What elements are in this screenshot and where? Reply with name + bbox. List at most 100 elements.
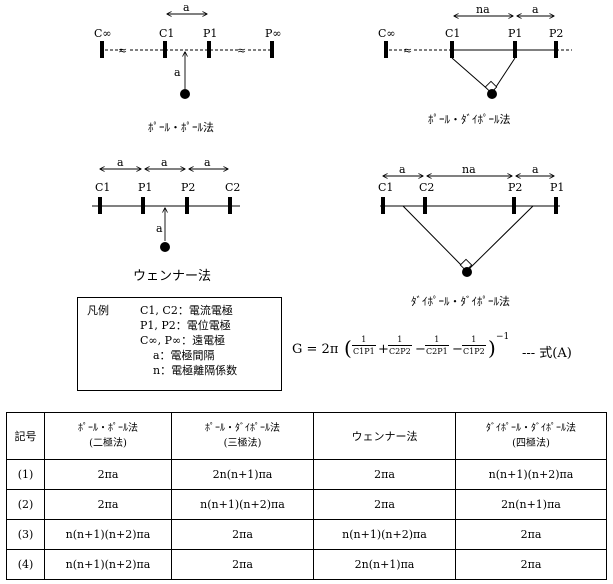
table-cell: 2πa (171, 519, 314, 550)
electrode-p1 (513, 41, 517, 58)
depth-point (462, 267, 472, 277)
table-cell: (3) (6, 519, 45, 550)
label-c1: C1 (378, 181, 393, 194)
table-row: (2) 2πa n(n+1)(n+2)πa 2πa 2n(n+1)πa (6, 489, 607, 520)
legend-row-current: C1, C2：電流電極 (140, 304, 233, 317)
depth-label: a (156, 222, 163, 235)
spacing-na-label: na (476, 3, 490, 16)
header-dipole-dipole: ﾀﾞｲﾎﾟｰﾙ・ﾀﾞｲﾎﾟｰﾙ法 (四極法) (455, 412, 607, 460)
electrode-c1 (450, 41, 454, 58)
electrode-c2 (423, 197, 427, 214)
formula-sign-4: − (452, 342, 463, 357)
spacing-a2-label: a (532, 163, 539, 176)
table-cell: 2πa (171, 549, 314, 580)
spacing-a-label: a (532, 3, 539, 16)
table-cell: 2πa (455, 549, 607, 580)
table-row: (1) 2πa 2n(n+1)πa 2πa n(n+1)(n+2)πa (6, 459, 607, 490)
legend-box: 凡例 C1, C2：電流電極 P1, P2：電位電極 C∞, P∞：遠電極 a：… (77, 297, 282, 391)
table-cell: 2πa (313, 489, 456, 520)
label-p1: P1 (203, 27, 217, 40)
table-cell: (4) (6, 549, 45, 580)
depth-label: a (174, 66, 181, 79)
break-mark: ≈ (118, 44, 127, 57)
spacing-a1-label: a (399, 163, 406, 176)
legend-row-remote: C∞, P∞：遠電極 (140, 334, 226, 347)
legend-row-potential: P1, P2：電位電極 (140, 319, 231, 332)
formula-paren-close: ) (488, 336, 496, 360)
electrode-c1 (381, 197, 385, 214)
table-cell: n(n+1)(n+2)πa (455, 459, 607, 490)
caption-wenner: ウェンナー法 (133, 269, 211, 284)
label-p1: P1 (550, 181, 564, 194)
header-symbol: 記号 (6, 412, 45, 460)
header-wenner: ウェンナー法 (313, 412, 456, 460)
table-cell: 2n(n+1)πa (313, 549, 456, 580)
legend-title: 凡例 (87, 304, 109, 317)
label-c1: C1 (445, 27, 460, 40)
diagram-pole-dipole: ≈ C∞ C1 P1 P2 na a ﾎﾟｰﾙ・ﾀﾞｲﾎﾟｰﾙ法 (378, 3, 572, 126)
table-row: (3) n(n+1)(n+2)πa 2πa n(n+1)(n+2)πa 2πa (6, 519, 607, 550)
formula-paren-open: ( (344, 336, 352, 360)
electrode-p2 (185, 197, 189, 214)
spacing-na-label: na (462, 163, 476, 176)
label-c-inf: C∞ (378, 27, 396, 40)
label-c1: C1 (95, 181, 110, 194)
formula-tag: --- 式(A) (522, 346, 572, 361)
formula-lhs: G = 2π (292, 342, 339, 357)
depth-point (160, 242, 170, 252)
caption-pole-pole: ﾎﾟｰﾙ・ﾎﾟｰﾙ法 (148, 120, 214, 134)
table-cell: 2πa (44, 459, 172, 490)
label-c-inf: C∞ (94, 27, 112, 40)
header-pole-pole: ﾎﾟｰﾙ・ﾎﾟｰﾙ法 (二極法) (44, 412, 172, 460)
legend-row-spacing: a：電極間隔 (153, 349, 215, 362)
diagram-pole-pole: ≈ ≈ C∞ C1 P1 P∞ a a ﾎﾟｰﾙ・ﾎﾟｰﾙ法 (94, 1, 282, 134)
coefficient-table: 記号 ﾎﾟｰﾙ・ﾎﾟｰﾙ法 (二極法) ﾎﾟｰﾙ・ﾀﾞｲﾎﾟｰﾙ法 (三極法) … (6, 412, 607, 580)
formula-term-4: 1 C1P2 (462, 335, 486, 356)
table-header-row: 記号 ﾎﾟｰﾙ・ﾎﾟｰﾙ法 (二極法) ﾎﾟｰﾙ・ﾀﾞｲﾎﾟｰﾙ法 (三極法) … (6, 412, 607, 460)
formula-sign-2: + (378, 342, 389, 357)
electrode-p2 (554, 41, 558, 58)
formula-term-3: 1 C2P1 (425, 335, 449, 356)
current-path (451, 57, 516, 94)
electrode-c-inf (384, 41, 388, 58)
electrode-diagrams: ≈ ≈ C∞ C1 P1 P∞ a a ﾎﾟｰﾙ・ﾎﾟｰﾙ法 ≈ C∞ C1 P… (92, 1, 572, 308)
formula-term-1: 1 C1P1 (352, 335, 376, 356)
label-p2: P2 (549, 27, 563, 40)
label-p2: P2 (508, 181, 522, 194)
caption-pole-dipole: ﾎﾟｰﾙ・ﾀﾞｲﾎﾟｰﾙ法 (428, 112, 511, 126)
formula-sign-3: − (415, 342, 426, 357)
table-cell: n(n+1)(n+2)πa (171, 489, 314, 520)
table-cell: 2πa (44, 489, 172, 520)
table-row: (4) n(n+1)(n+2)πa 2πa 2n(n+1)πa 2πa (6, 549, 607, 580)
header-pole-dipole: ﾎﾟｰﾙ・ﾀﾞｲﾎﾟｰﾙ法 (三極法) (171, 412, 314, 460)
depth-point (487, 89, 497, 99)
spacing1-label: a (117, 156, 124, 169)
electrode-p1 (554, 197, 558, 214)
label-c1: C1 (159, 27, 174, 40)
spacing2-label: a (161, 156, 168, 169)
electrode-p1 (207, 41, 211, 58)
table-cell: n(n+1)(n+2)πa (44, 519, 172, 550)
spacing-label: a (183, 1, 190, 14)
label-p-inf: P∞ (265, 27, 282, 40)
table-cell: (2) (6, 489, 45, 520)
label-c2: C2 (225, 181, 240, 194)
diagram-dipole-dipole: C1 C2 P2 P1 a na a ﾀﾞｲﾎﾟｰﾙ・ﾀﾞｲﾎﾟｰﾙ法 (378, 163, 564, 308)
electrode-c2 (228, 197, 232, 214)
formula-exponent: −1 (496, 332, 510, 342)
legend-row-factor: n：電極離隔係数 (153, 364, 238, 377)
electrode-c1 (163, 41, 167, 58)
electrode-p1 (141, 197, 145, 214)
table-cell: 2πa (313, 459, 456, 490)
spacing3-label: a (204, 156, 211, 169)
table-cell: 2πa (455, 519, 607, 550)
break-mark: ≈ (237, 44, 246, 57)
diagram-wenner: C1 P1 P2 C2 a a a a ウェンナー法 (92, 156, 240, 284)
electrode-c1 (98, 197, 102, 214)
caption-dipole-dipole: ﾀﾞｲﾎﾟｰﾙ・ﾀﾞｲﾎﾟｰﾙ法 (411, 294, 510, 308)
electrode-p2 (512, 197, 516, 214)
table-cell: n(n+1)(n+2)πa (44, 549, 172, 580)
label-p1: P1 (508, 27, 522, 40)
electrode-p-inf (270, 41, 274, 58)
break-mark: ≈ (403, 44, 412, 57)
